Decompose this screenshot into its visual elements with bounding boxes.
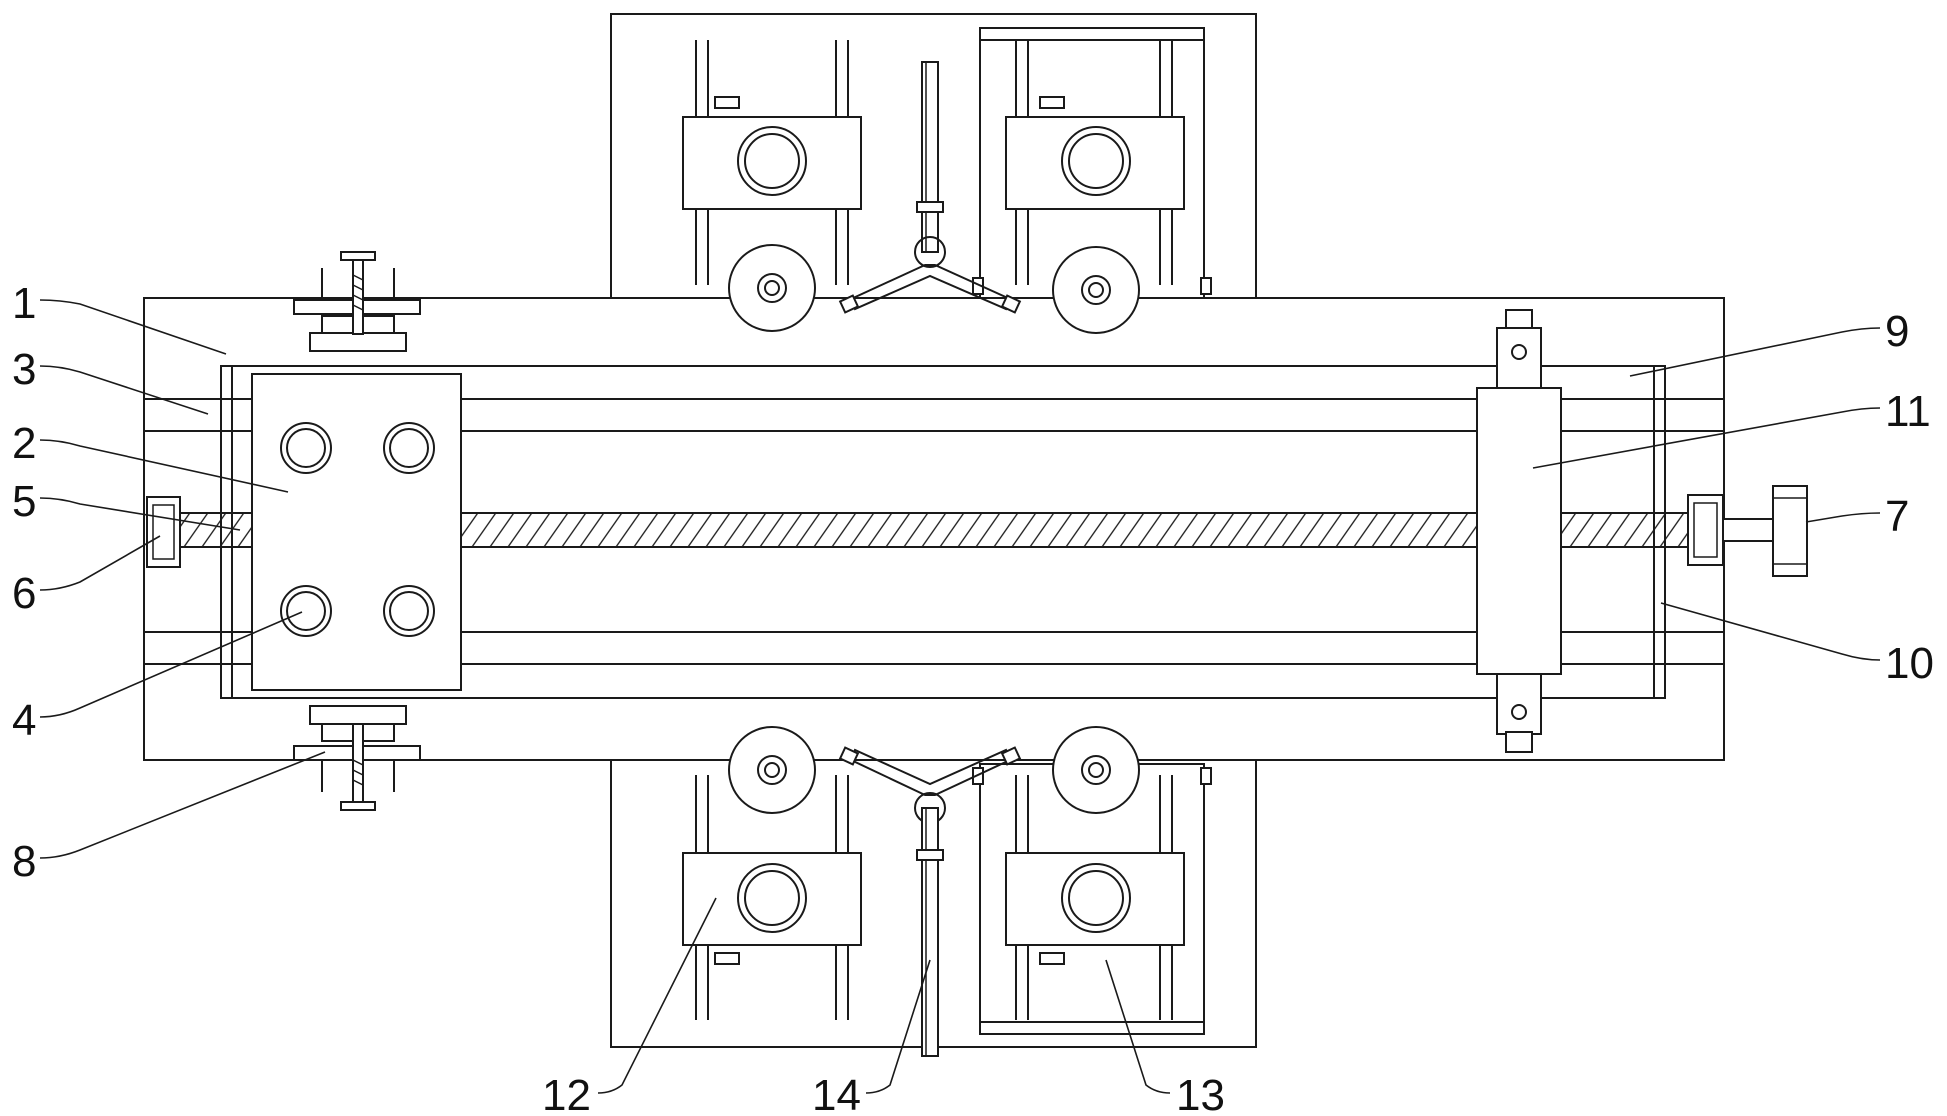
bottom-right-clamp-unit (972, 726, 1212, 1035)
label-12: 12 (542, 1071, 591, 1116)
left-slide-block (251, 373, 462, 691)
label-2: 2 (12, 419, 36, 468)
label-3: 3 (12, 345, 36, 394)
top-right-clamp-unit (972, 27, 1212, 334)
right-bearing-block (1687, 494, 1724, 566)
label-14: 14 (812, 1071, 861, 1116)
label-9: 9 (1885, 307, 1909, 356)
top-clamp (293, 251, 421, 352)
label-13: 13 (1176, 1071, 1225, 1116)
bottom-adjust-rod (838, 746, 1022, 1057)
top-left-clamp-unit (682, 40, 862, 332)
label-6: 6 (12, 569, 36, 618)
label-7: 7 (1885, 492, 1909, 541)
label-4: 4 (12, 696, 36, 745)
hand-wheel (1772, 485, 1808, 577)
label-1: 1 (12, 279, 36, 328)
label-11: 11 (1885, 387, 1931, 436)
part-labels: 1 3 2 5 6 4 8 9 11 7 10 12 14 13 (12, 279, 1934, 1116)
right-slide-block (1476, 309, 1562, 753)
label-5: 5 (12, 477, 36, 526)
leader-lines (39, 299, 1881, 1094)
top-adjust-rod (838, 61, 1022, 314)
left-bearing-block (146, 496, 181, 568)
guide-rails (143, 398, 1725, 665)
label-8: 8 (12, 837, 36, 886)
bottom-left-clamp-unit (682, 726, 862, 1020)
bottom-clamp (293, 705, 421, 811)
label-10: 10 (1885, 639, 1934, 688)
